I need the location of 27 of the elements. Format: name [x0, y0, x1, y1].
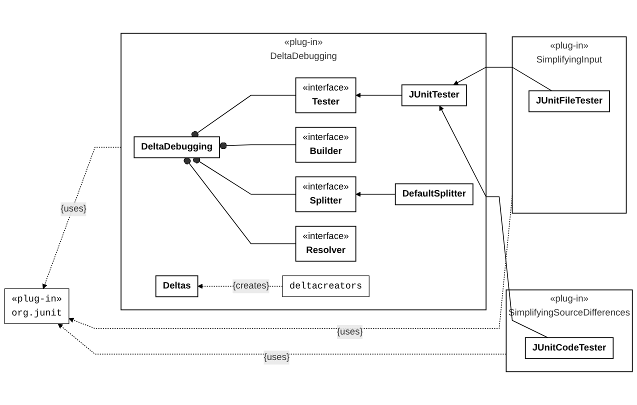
node-box: JUnitTester: [401, 84, 467, 106]
node-box: «plug-in» org.junit: [4, 288, 70, 324]
arrow: [356, 192, 396, 197]
arrow: [439, 106, 548, 338]
arrow: [68, 195, 513, 329]
arrow: [58, 323, 507, 354]
node-box: Deltas: [155, 275, 198, 298]
node-box: deltacreators: [282, 275, 370, 298]
edge-label: {uses}: [264, 352, 290, 362]
node-box: «interface» Tester: [295, 77, 356, 114]
edge-label: {uses}: [336, 326, 363, 337]
edge-label: {uses}: [60, 204, 87, 214]
arrow: [42, 146, 122, 289]
node-box: «interface» Resolver: [295, 226, 356, 262]
arrow: [453, 66, 552, 92]
connector: [191, 94, 296, 138]
edge-label: {creates}: [232, 281, 270, 291]
arrow: [356, 92, 402, 98]
connector: [184, 157, 296, 244]
connector: [192, 156, 296, 195]
node-box: DeltaDebugging: [134, 136, 220, 158]
node-box: DefaultSplitter: [394, 183, 474, 206]
node-box: JUnitFileTester: [528, 90, 610, 112]
connector: [219, 142, 296, 150]
node-box: «interface» Builder: [295, 126, 356, 163]
node-box: «interface» Splitter: [295, 176, 356, 212]
node-box: JUnitCodeTester: [524, 337, 614, 360]
